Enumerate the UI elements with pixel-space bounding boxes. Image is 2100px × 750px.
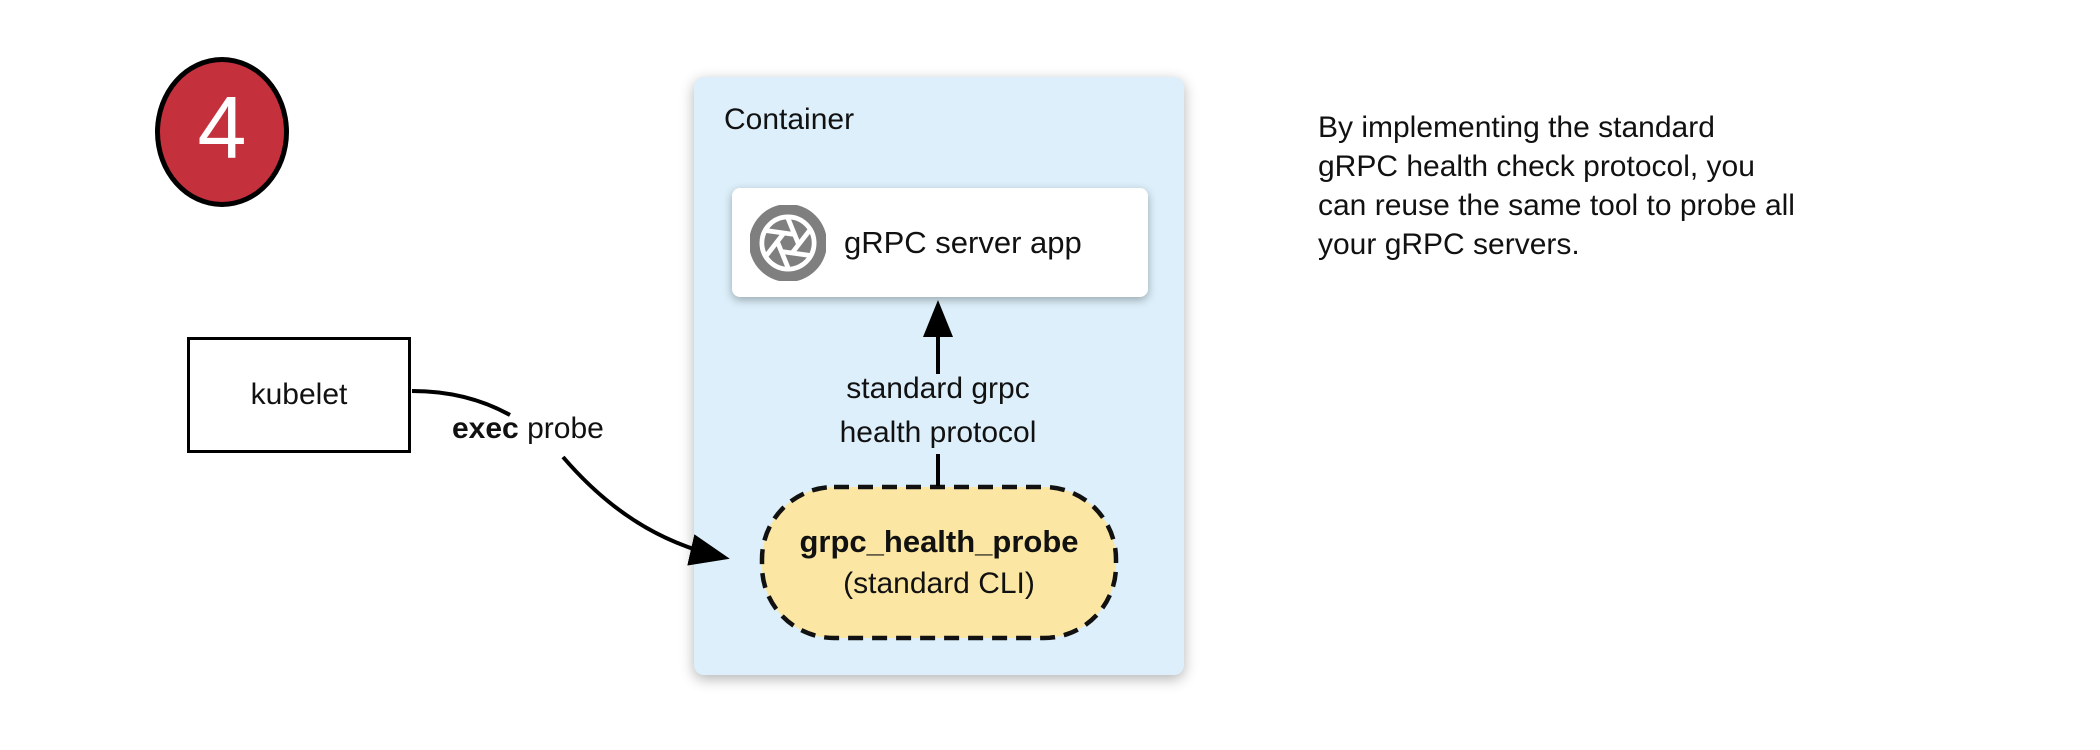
kubelet-box: kubelet bbox=[187, 337, 411, 453]
container-title: Container bbox=[724, 103, 855, 136]
step-number: 4 bbox=[197, 78, 247, 177]
note-line: can reuse the same tool to probe all bbox=[1318, 189, 1795, 222]
exec-probe-label: exec probe bbox=[452, 412, 604, 446]
grpc-server-box: gRPC server app bbox=[732, 188, 1148, 297]
note-line: By implementing the standard bbox=[1318, 111, 1715, 144]
note-text: By implementing the standard gRPC health… bbox=[1318, 108, 1918, 264]
grpc-health-probe-subtitle: (standard CLI) bbox=[843, 566, 1035, 600]
protocol-label-line1: standard grpc bbox=[846, 372, 1030, 405]
protocol-label: standard grpc health protocol bbox=[788, 367, 1088, 455]
exec-probe-label-bold: exec bbox=[452, 412, 519, 445]
protocol-label-line2: health protocol bbox=[839, 416, 1037, 449]
step-badge: 4 bbox=[155, 57, 289, 207]
aperture-icon bbox=[750, 204, 826, 281]
exec-probe-label-regular: probe bbox=[518, 412, 604, 445]
note-line: your gRPC servers. bbox=[1318, 228, 1580, 261]
grpc-health-probe-title: grpc_health_probe bbox=[799, 523, 1079, 559]
grpc-server-label: gRPC server app bbox=[844, 224, 1082, 260]
kubelet-label: kubelet bbox=[250, 378, 348, 411]
grpc-health-probe-text: grpc_health_probe (standard CLI) bbox=[762, 487, 1116, 638]
note-line: gRPC health check protocol, you bbox=[1318, 150, 1755, 183]
